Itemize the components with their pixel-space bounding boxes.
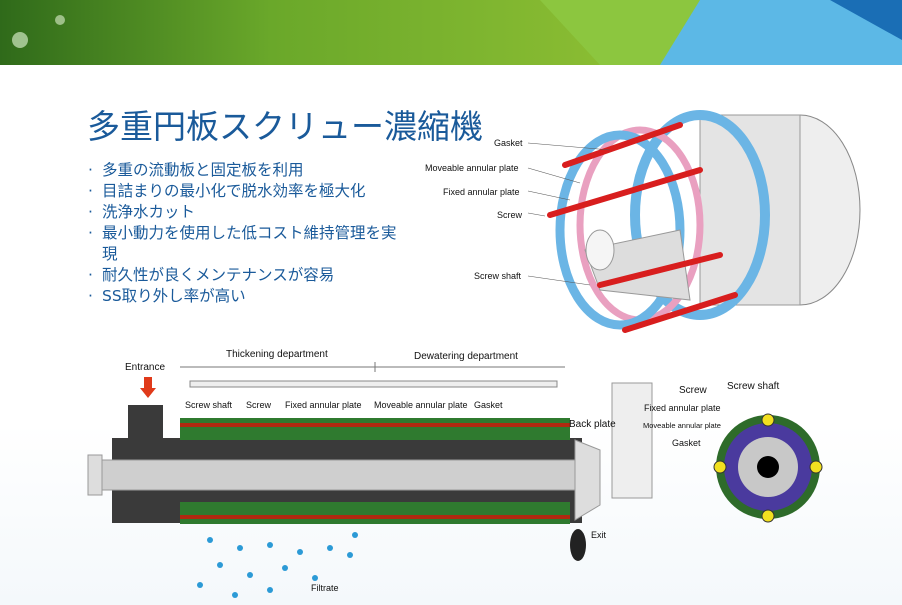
label-sec-screw: Screw: [679, 385, 707, 396]
label-sec-gasket: Gasket: [672, 438, 701, 448]
label-main-moveable: Moveable annular plate: [374, 400, 468, 410]
feature-item: 多重の流動板と固定板を利用: [88, 160, 408, 181]
label-moveable-plate: Moveable annular plate: [425, 163, 519, 173]
exploded-disc-diagram: [527, 110, 861, 333]
label-screw-shaft: Screw shaft: [474, 271, 522, 281]
main-section-diagram: [87, 362, 653, 598]
label-screw: Screw: [497, 210, 523, 220]
banner-graphic: [0, 0, 902, 65]
label-sec-fixed: Fixed annular plate: [644, 403, 721, 413]
label-exit: Exit: [591, 530, 607, 540]
label-sec-shaft: Screw shaft: [727, 381, 780, 392]
label-main-shaft: Screw shaft: [185, 400, 233, 410]
label-main-screw: Screw: [246, 400, 272, 410]
feature-list: 多重の流動板と固定板を利用 目詰まりの最小化で脱水効率を極大化 洗浄水カット 最…: [88, 160, 408, 307]
label-main-fixed: Fixed annular plate: [285, 400, 362, 410]
page-title: 多重円板スクリュー濃縮機: [87, 107, 483, 146]
label-filtrate: Filtrate: [311, 583, 339, 593]
filtrate-drops: [197, 532, 358, 598]
feature-item: SS取り外し率が高い: [88, 286, 408, 307]
feature-item: 目詰まりの最小化で脱水効率を極大化: [88, 181, 408, 202]
label-sec-moveable: Moveable annular plate: [643, 421, 721, 430]
label-fixed-plate: Fixed annular plate: [443, 187, 520, 197]
label-main-gasket: Gasket: [474, 400, 503, 410]
feature-item: 最小動力を使用した低コスト維持管理を実現: [88, 223, 408, 265]
header-banner: [0, 0, 902, 65]
label-dewatering: Dewatering department: [414, 351, 518, 362]
label-back-plate: Back plate: [569, 419, 616, 430]
label-entrance: Entrance: [125, 362, 166, 373]
label-gasket: Gasket: [494, 138, 523, 148]
end-section-diagram: [713, 413, 823, 523]
feature-item: 耐久性が良くメンテナンスが容易: [88, 265, 408, 286]
label-thickening: Thickening department: [226, 349, 328, 360]
feature-item: 洗浄水カット: [88, 202, 408, 223]
